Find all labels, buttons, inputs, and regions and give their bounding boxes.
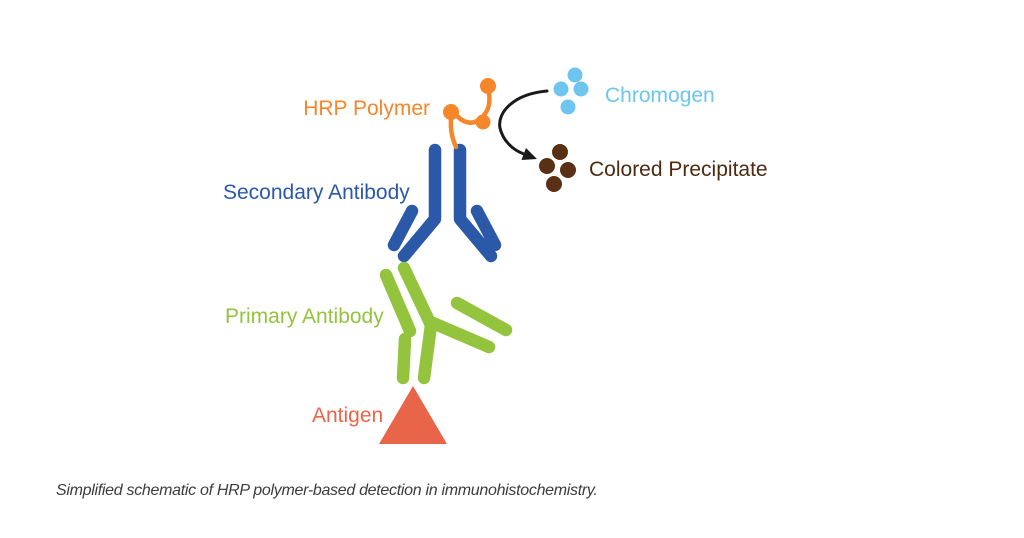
reaction-arrow-curve	[498, 89, 549, 156]
secondary-antibody-label: Secondary Antibody	[223, 181, 410, 204]
reaction-arrow	[498, 89, 549, 160]
chromogen-label: Chromogen	[605, 84, 715, 107]
chromogen-dot	[553, 81, 569, 97]
primary-antibody-graphic	[379, 261, 513, 385]
colored-precipitate-label: Colored Precipitate	[589, 158, 768, 181]
primary-antibody-right-fab-inner	[426, 316, 496, 354]
chromogen-dot	[573, 81, 589, 97]
hrp-enzyme-bead	[475, 114, 491, 130]
secondary-antibody-heavy-chain-right	[453, 143, 498, 263]
figure-caption: Simplified schematic of HRP polymer-base…	[56, 482, 598, 499]
secondary-antibody-light-chain-left	[387, 204, 419, 252]
precipitate-dot	[552, 144, 568, 160]
chromogen-dots-icon	[553, 67, 589, 115]
primary-antibody-label: Primary Antibody	[225, 305, 384, 328]
hrp-polymer-linker	[454, 113, 480, 125]
antigen-label: Antigen	[312, 404, 384, 427]
secondary-antibody-light-chain-right	[470, 204, 502, 252]
hrp-polymer-label: HRP Polymer	[303, 97, 430, 120]
precipitate-dot	[539, 158, 555, 174]
antigen-triangle-icon	[379, 386, 447, 444]
secondary-antibody-heavy-chain-left	[397, 143, 442, 263]
precipitate-dot	[546, 176, 562, 192]
chromogen-dot	[567, 67, 583, 83]
hrp-enzyme-bead	[480, 78, 496, 94]
reaction-arrowhead-icon	[521, 148, 537, 160]
hrp-polymer-stem	[448, 117, 459, 150]
precipitate-dots-icon	[539, 144, 576, 192]
primary-antibody-fc-bar	[396, 332, 412, 385]
hrp-polymer-linker	[481, 90, 492, 118]
secondary-antibody-graphic	[387, 143, 502, 263]
primary-antibody-light-chain-upper	[379, 268, 417, 338]
hrp-polymer-graphic	[443, 78, 496, 150]
chromogen-dot	[560, 99, 576, 115]
primary-antibody-right-fab-outer	[450, 296, 513, 337]
precipitate-dot	[560, 162, 576, 178]
hrp-enzyme-bead	[443, 104, 459, 120]
